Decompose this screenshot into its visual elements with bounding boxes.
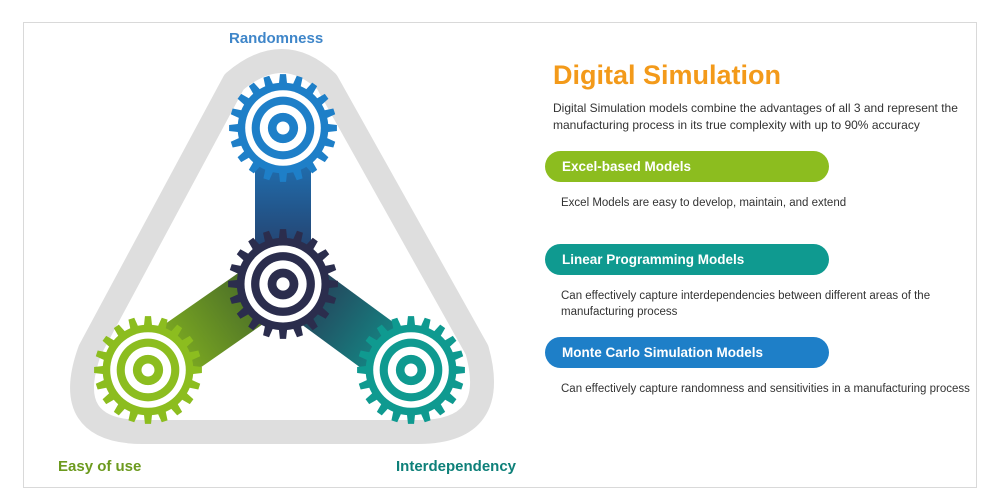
model-pill-linear-programming: Linear Programming Models	[545, 244, 829, 275]
corner-label-randomness: Randomness	[229, 30, 324, 47]
slide-frame	[23, 22, 977, 488]
gear-ring	[276, 277, 290, 291]
page-title: Digital Simulation	[553, 60, 782, 90]
triangle-outline	[70, 49, 495, 444]
gear-ring	[276, 121, 290, 135]
gear-ring	[404, 363, 418, 377]
gear-triangle-diagram	[70, 49, 495, 444]
model-description-excel: Excel Models are easy to develop, mainta…	[561, 197, 847, 209]
model-description-linear-programming: Can effectively capture interdependencie…	[561, 290, 931, 318]
model-pill-excel: Excel-based Models	[545, 151, 829, 182]
gear-ring	[141, 363, 155, 377]
gear-icon	[94, 316, 202, 424]
corner-label-interdependency: Interdependency	[396, 458, 517, 475]
subtitle: Digital Simulation models combine the ad…	[553, 101, 958, 132]
model-pill-monte-carlo: Monte Carlo Simulation Models	[545, 337, 829, 368]
corner-label-ease: Easy of use	[58, 458, 142, 475]
gear-icon	[228, 229, 338, 339]
gear-icon	[357, 316, 465, 424]
gear-icon	[229, 74, 337, 182]
model-description-monte-carlo: Can effectively capture randomness and s…	[561, 383, 970, 395]
